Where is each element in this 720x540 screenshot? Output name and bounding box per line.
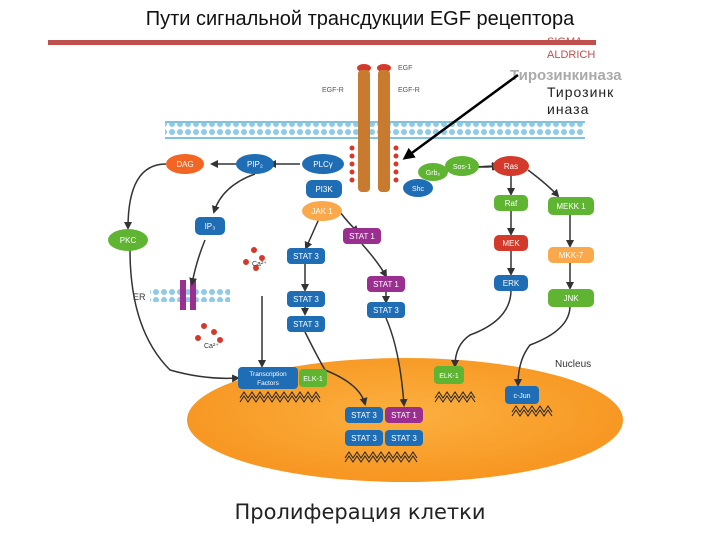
dna-strands: [239, 391, 553, 463]
page-title: Пути сигнальной трансдукции EGF рецептор…: [145, 8, 575, 30]
egf-receptor: [349, 64, 399, 192]
egfr-left-label: EGF-R: [322, 87, 344, 94]
grb2-label: Grb₂: [426, 170, 441, 177]
stat3-label-d: STAT 3: [293, 320, 319, 329]
pip2-node: [236, 154, 274, 174]
nuclear-stat3-node-2: [345, 430, 383, 446]
jnk-label: JNK: [563, 294, 579, 303]
nuclear-stat1-label: STAT 1: [391, 411, 417, 420]
transcription-factors-node: [238, 367, 298, 389]
pkc-label: PKC: [120, 236, 137, 245]
pkc-node: [108, 229, 148, 251]
raf-label: Raf: [505, 199, 518, 208]
calcium-label-bottom: Ca²⁺: [204, 343, 219, 350]
grb2-node: [418, 163, 448, 181]
pi3k-node: [306, 180, 342, 198]
cell-membrane: [165, 122, 585, 138]
nuclear-stat3-label-2: STAT 3: [351, 434, 377, 443]
calcium-ions-bottom: [195, 323, 223, 343]
stat1-label-a: STAT 1: [349, 232, 375, 241]
nuclear-stat3-label-3: STAT 3: [391, 434, 417, 443]
er-label: ER: [133, 292, 146, 302]
dag-label: DAG: [176, 160, 193, 169]
er-channel: [180, 280, 186, 310]
ip3-label: IP₃: [205, 222, 216, 231]
erk-node: [494, 275, 528, 291]
tyrosine-kinase-label: Тирозинк иназа: [547, 84, 615, 117]
jak1-label: JAK 1: [311, 207, 333, 216]
sos1-node: [445, 156, 479, 176]
nucleus-label: Nucleus: [555, 359, 591, 370]
erk-label: ERK: [503, 279, 520, 288]
stat3-node-d: [287, 316, 325, 332]
mek-node: [494, 235, 528, 251]
elk1-label-right: ELK-1: [439, 373, 459, 380]
title-divider: [48, 40, 596, 45]
shc-label: Shc: [412, 186, 425, 193]
stat3-label-a: STAT 3: [293, 252, 319, 261]
pi3k-label: PI3K: [315, 185, 333, 194]
stat1-node-b: [367, 276, 405, 292]
shc-node: [403, 179, 433, 197]
tyrosine-kinase-pointer-arrow: [402, 73, 519, 160]
cjun-node: [505, 386, 539, 404]
mek-label: MEK: [502, 239, 520, 248]
stat1-label-b: STAT 1: [373, 280, 399, 289]
cell-proliferation-caption: Пролиферация клетки: [234, 500, 486, 524]
mekk1-node: [548, 197, 594, 215]
calcium-ions-top: [243, 247, 265, 271]
nuclear-stat3-node-3: [385, 430, 423, 446]
nuclear-stat3-node-1: [345, 407, 383, 423]
ras-node: [493, 156, 529, 176]
plc-label: PLCγ: [313, 160, 333, 169]
faint-tyrosine-kinase-text: Тирозинкиназа: [510, 67, 622, 84]
nuclear-stat3-label-1: STAT 3: [351, 411, 377, 420]
stat3-node-a: [287, 248, 325, 264]
stat3-label-c: STAT 3: [373, 306, 399, 315]
stat3-label-b: STAT 3: [293, 295, 319, 304]
stat3-node-c: [367, 302, 405, 318]
egfr-right-label: EGF-R: [398, 87, 420, 94]
egf-label: EGF: [398, 65, 412, 72]
pip2-label: PIP₂: [247, 160, 263, 169]
jnk-node: [548, 289, 594, 307]
mekk1-label: MEKK 1: [556, 202, 586, 211]
sigma-aldrich-watermark: SIGMA- ALDRICH: [547, 36, 596, 61]
mkk7-label: MKK-7: [559, 251, 584, 260]
ip3-node: [195, 217, 225, 235]
raf-node: [494, 195, 528, 211]
transcription-factors-line2: Factors: [257, 380, 279, 387]
sos1-label: Sos-1: [453, 164, 471, 171]
transcription-factors-line1: Transcription: [249, 371, 287, 378]
nuclear-stat1-node: [385, 407, 423, 423]
jak1-node: [302, 201, 342, 221]
cjun-label: c-Jun: [513, 393, 530, 400]
elk1-node-left: [299, 369, 327, 387]
stat3-node-b: [287, 291, 325, 307]
calcium-label-top: Ca²⁺: [252, 261, 267, 268]
dag-node: [166, 154, 204, 174]
stat1-node-a: [343, 228, 381, 244]
elk1-node-right: [434, 366, 464, 384]
mkk7-node: [548, 247, 594, 263]
plc-node: [302, 154, 344, 174]
ras-label: Ras: [504, 162, 518, 171]
elk1-label-left: ELK-1: [303, 376, 323, 383]
